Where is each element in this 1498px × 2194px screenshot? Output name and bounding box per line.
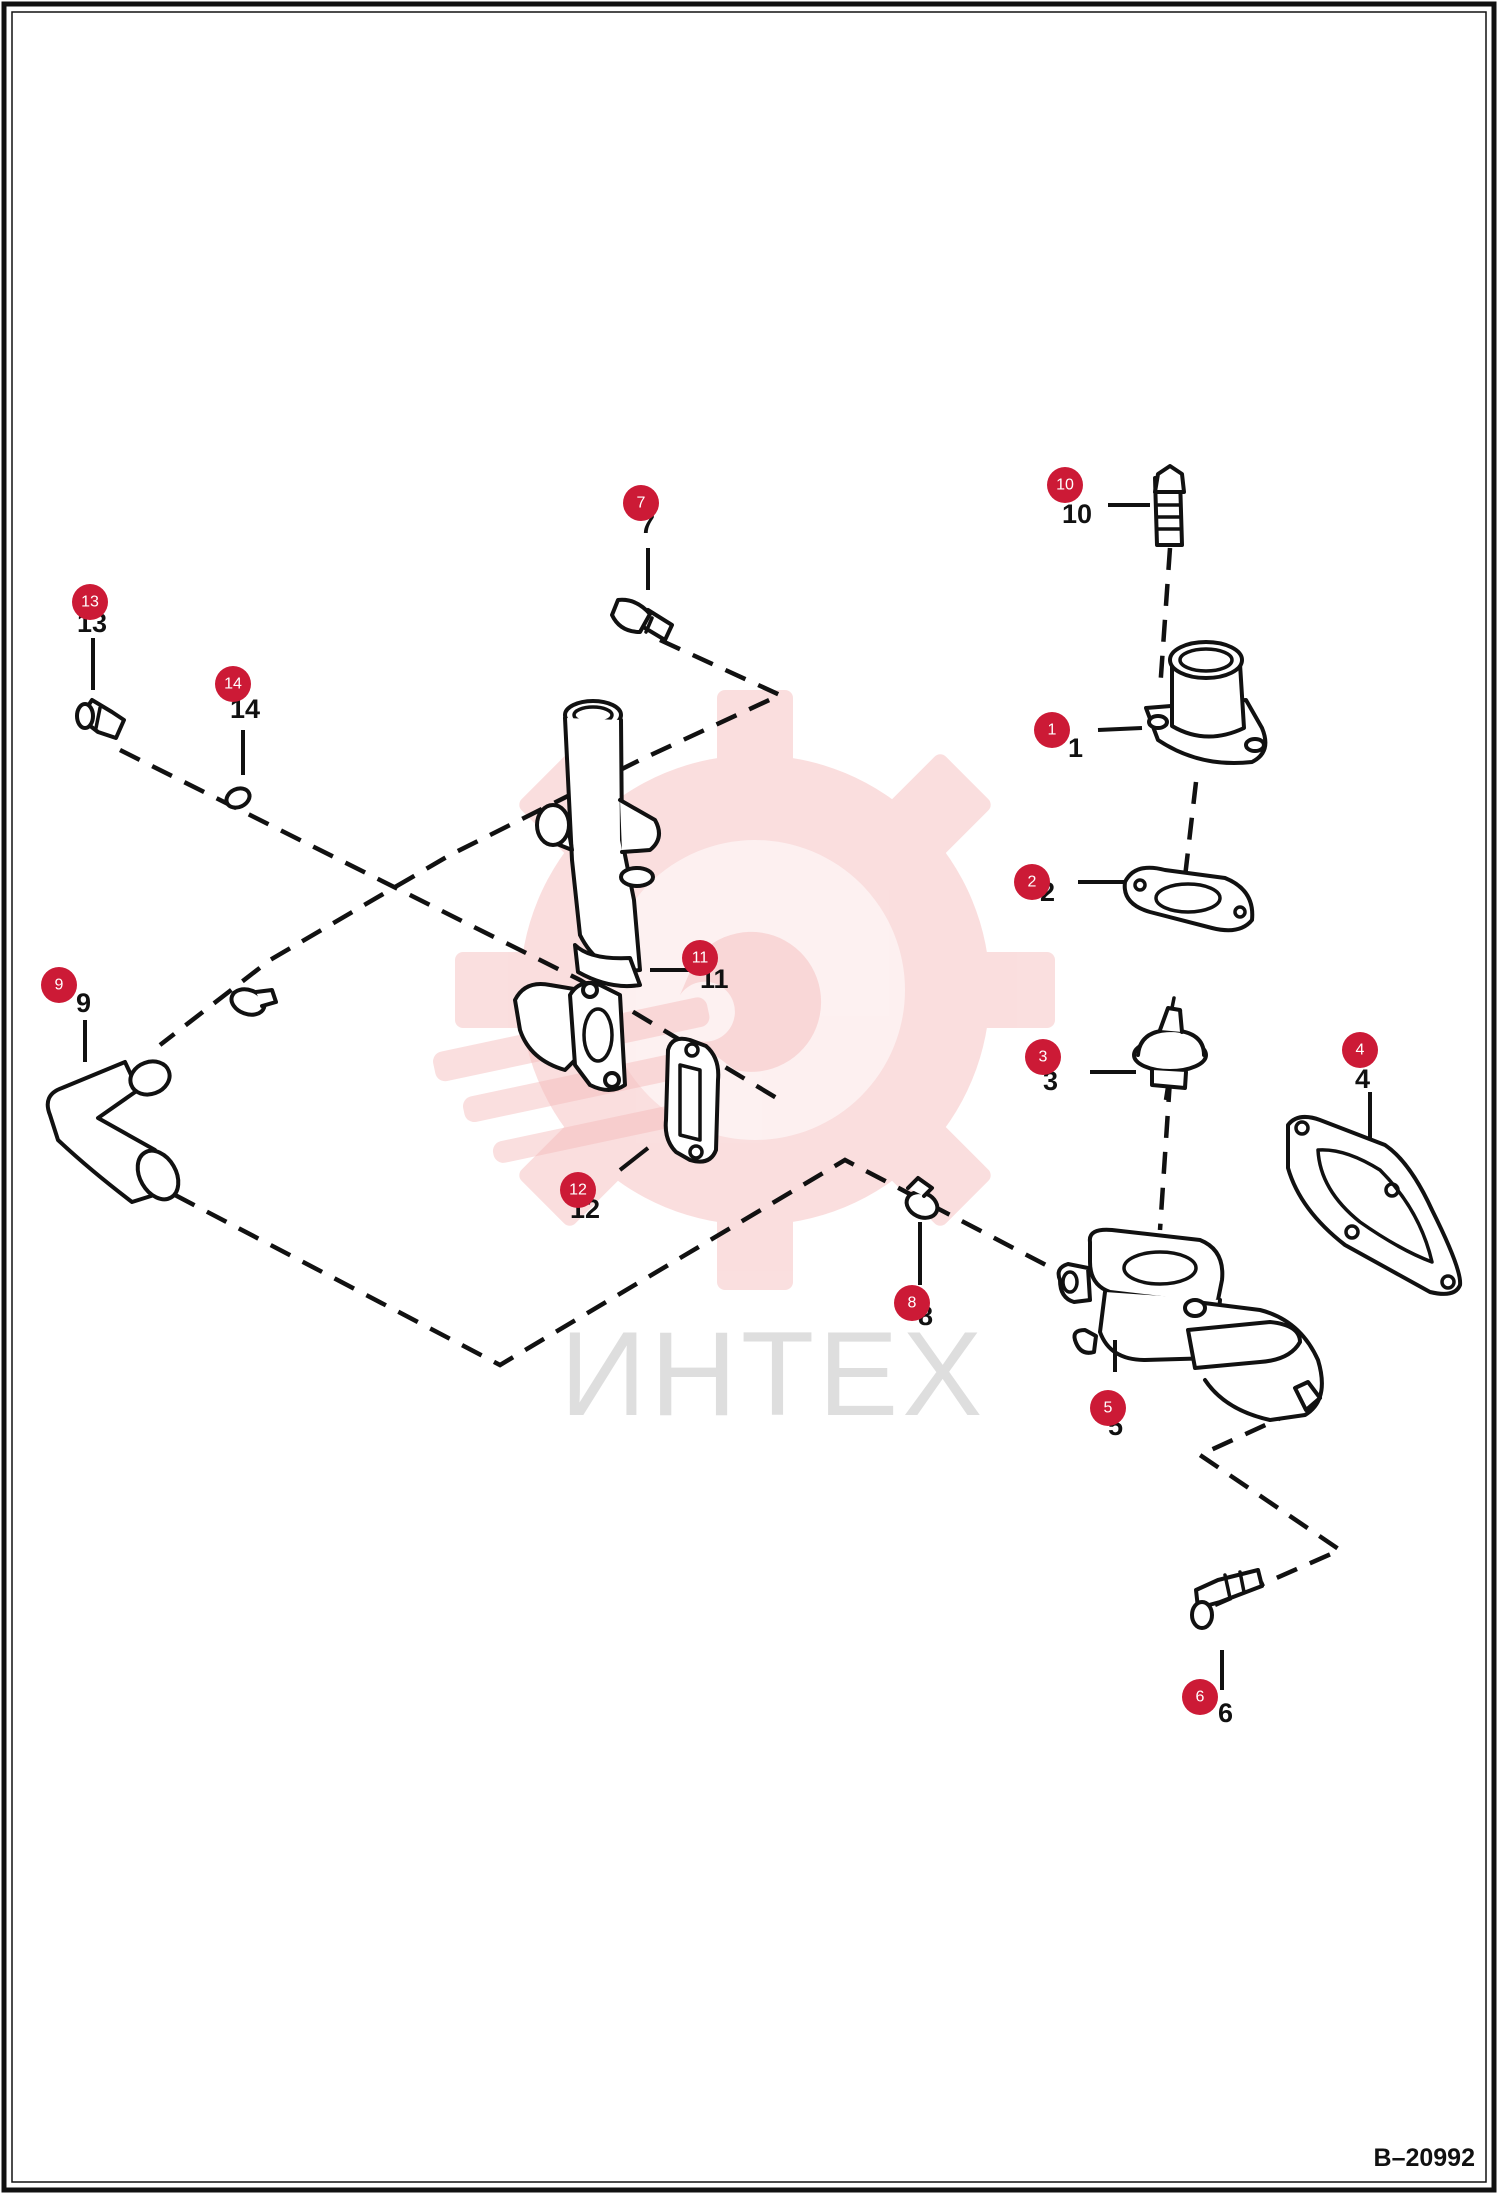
callout-badges: 10 1 2 3 4 5 6 7 xyxy=(41,467,1378,1715)
gasket-12 xyxy=(663,1036,721,1164)
svg-text:3: 3 xyxy=(1039,1049,1048,1066)
callout-badge-12[interactable]: 12 xyxy=(560,1172,596,1208)
svg-text:12: 12 xyxy=(569,1182,587,1199)
callout-badge-3[interactable]: 3 xyxy=(1025,1039,1061,1075)
hose-clamp-left xyxy=(229,987,278,1017)
plug-13 xyxy=(75,698,126,740)
gasket-2 xyxy=(1122,865,1255,933)
callout-badge-2[interactable]: 2 xyxy=(1014,864,1050,900)
callout-badge-8[interactable]: 8 xyxy=(894,1285,930,1321)
bolt-10 xyxy=(1153,464,1186,547)
bolt-6 xyxy=(1190,1568,1264,1630)
o-ring-14 xyxy=(224,786,252,810)
hose-clamp-8 xyxy=(904,1176,940,1220)
part-number-4: 4 xyxy=(1355,1064,1370,1094)
svg-text:7: 7 xyxy=(637,495,646,512)
svg-text:4: 4 xyxy=(1356,1042,1365,1059)
part-number-9: 9 xyxy=(76,988,91,1018)
thermostat-3 xyxy=(1132,996,1208,1090)
watermark-text: ИНТЕХ xyxy=(560,1307,986,1441)
callout-badge-11[interactable]: 11 xyxy=(682,940,718,976)
callout-badge-10[interactable]: 10 xyxy=(1047,467,1083,503)
callout-badge-6[interactable]: 6 xyxy=(1182,1679,1218,1715)
part-number-6: 6 xyxy=(1218,1698,1233,1728)
svg-text:13: 13 xyxy=(81,594,99,611)
callout-badge-13[interactable]: 13 xyxy=(72,584,108,620)
drawing-inner-border xyxy=(11,11,1487,2183)
svg-text:1: 1 xyxy=(1048,722,1057,739)
svg-text:5: 5 xyxy=(1104,1400,1113,1417)
drawing-reference-code: B–20992 xyxy=(1374,2144,1475,2172)
bolt-7 xyxy=(610,597,674,642)
svg-text:6: 6 xyxy=(1196,1689,1205,1706)
svg-text:9: 9 xyxy=(55,977,64,994)
svg-text:11: 11 xyxy=(692,950,709,967)
elbow-hose-9 xyxy=(45,1059,181,1204)
svg-text:8: 8 xyxy=(908,1295,917,1312)
cover-plate-4 xyxy=(1286,1114,1463,1296)
part-number-1: 1 xyxy=(1068,733,1083,763)
part-number-10: 10 xyxy=(1062,499,1092,529)
svg-text:2: 2 xyxy=(1028,874,1037,891)
callout-badge-14[interactable]: 14 xyxy=(215,666,251,702)
callout-badge-9[interactable]: 9 xyxy=(41,967,77,1003)
thermostat-housing-5 xyxy=(1056,1227,1324,1422)
svg-text:10: 10 xyxy=(1056,477,1074,494)
water-pipe-11 xyxy=(513,699,661,1092)
thermostat-cover-1 xyxy=(1144,640,1268,766)
callout-badge-4[interactable]: 4 xyxy=(1342,1032,1378,1068)
callout-badge-1[interactable]: 1 xyxy=(1034,712,1070,748)
callout-badge-5[interactable]: 5 xyxy=(1090,1390,1126,1426)
svg-text:14: 14 xyxy=(224,676,242,693)
leader-lines xyxy=(83,503,1372,1690)
callout-badge-7[interactable]: 7 xyxy=(623,485,659,521)
